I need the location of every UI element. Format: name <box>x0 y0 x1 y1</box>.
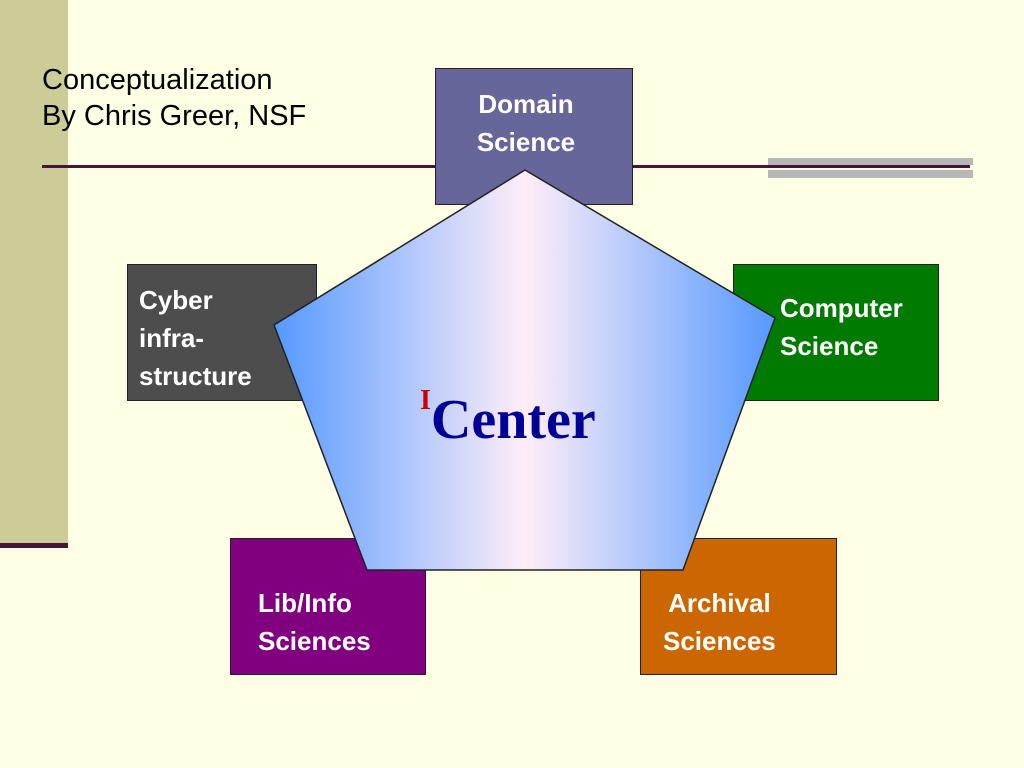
box-arch-line-1: Archival <box>668 588 771 618</box>
box-domain-science: Domain Science <box>435 68 633 205</box>
box-computer-science: Computer Science <box>733 264 939 401</box>
box-lib-line-1: Lib/Info <box>258 588 352 618</box>
center-text: Center <box>430 389 596 451</box>
left-band-rule <box>0 543 68 548</box>
box-cyber-line-2: infra- <box>139 323 204 353</box>
title-line-2: By Chris Greer, NSF <box>42 100 307 132</box>
box-arch-line-2: Sciences <box>663 626 776 656</box>
center-label: ICenter <box>420 385 596 455</box>
box-cyber-line-3: structure <box>139 361 252 391</box>
divider-accent <box>768 158 973 178</box>
pentagon-shape <box>273 169 776 571</box>
box-cyber-line-1: Cyber <box>139 285 213 315</box>
box-archival-sciences: Archival Sciences <box>640 538 837 675</box>
title-line-1: Conceptualization <box>42 64 273 96</box>
box-lib-info-sciences: Lib/Info Sciences <box>230 538 426 675</box>
box-cs-line-2: Science <box>780 331 879 361</box>
box-cs-line-1: Computer <box>780 293 903 323</box>
center-prefix: I <box>420 385 431 416</box>
left-decorative-band <box>0 0 68 545</box>
box-domain-science-line-2: Science <box>476 127 576 157</box>
box-lib-line-2: Sciences <box>258 626 371 656</box>
slide-title: Conceptualization By Chris Greer, NSF <box>42 62 306 134</box>
box-domain-science-line-1: Domain <box>478 89 574 119</box>
box-cyberinfrastructure: Cyber infra- structure <box>127 264 317 401</box>
